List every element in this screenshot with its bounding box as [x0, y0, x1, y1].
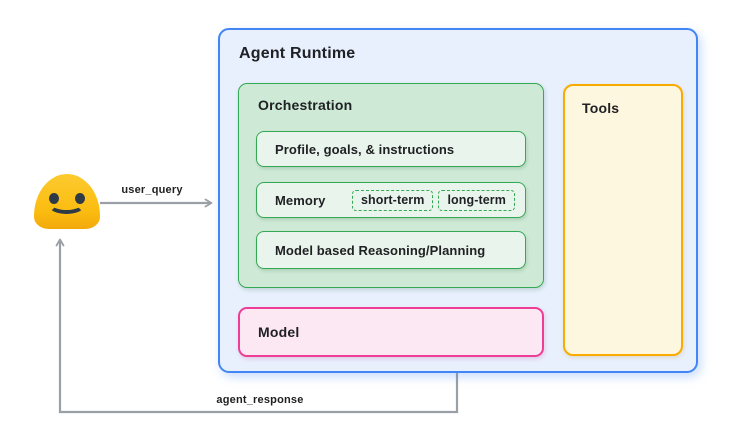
agent-runtime-box: Agent Runtime Orchestration Profile, goa… [218, 28, 698, 373]
profile-goals-instructions-label: Profile, goals, & instructions [275, 141, 455, 157]
orchestration-box: Orchestration Profile, goals, & instruct… [238, 83, 544, 288]
user-query-label: user_query [121, 184, 183, 196]
model-box: Model [238, 307, 544, 357]
orchestration-title: Orchestration [258, 97, 353, 113]
reasoning-planning-label: Model based Reasoning/Planning [275, 242, 486, 258]
tools-label: Tools [582, 100, 620, 116]
long-term-chip: long-term [438, 189, 515, 211]
agent-response-arrow [55, 238, 459, 414]
reasoning-planning-box: Model based Reasoning/Planning [256, 231, 526, 269]
model-label: Model [258, 324, 300, 340]
profile-goals-instructions-box: Profile, goals, & instructions [256, 131, 526, 167]
agent-response-label: agent_response [216, 394, 304, 406]
memory-label: Memory [275, 192, 326, 208]
agent-runtime-title: Agent Runtime [239, 45, 356, 62]
emoji-smile-icon [48, 195, 85, 214]
memory-box: Memory short-term long-term [256, 182, 526, 218]
short-term-chip: short-term [351, 189, 434, 211]
tools-box: Tools [563, 84, 683, 356]
